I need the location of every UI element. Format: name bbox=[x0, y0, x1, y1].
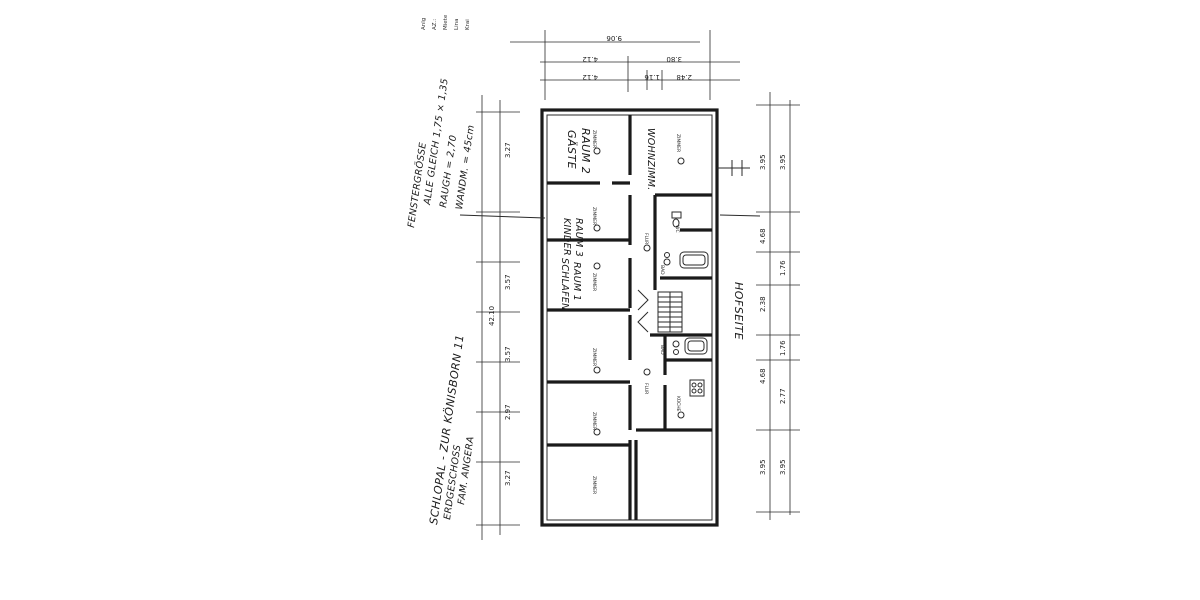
dim-top-a: 4.12 bbox=[582, 55, 598, 63]
street-side-label: HOFSEITE bbox=[732, 282, 745, 340]
dim-right-1: 3.95 bbox=[759, 154, 767, 170]
stamp-line-2: AZ.: bbox=[432, 19, 438, 30]
room-kinder-label-1: KINDER bbox=[561, 218, 572, 256]
room-kinder-label-2: RAUM 3 bbox=[573, 218, 584, 257]
stamp-line-4: Lina bbox=[454, 19, 460, 30]
room-kueche-sub: KÜCHE bbox=[675, 396, 682, 412]
dim-left-4: 2.97 bbox=[504, 404, 512, 420]
top-dimensions: 9.06 4.12 3.80 4.12 1.16 2.48 bbox=[510, 30, 740, 100]
dim-left-2: 3.57 bbox=[504, 274, 512, 290]
fixtures bbox=[663, 211, 709, 397]
dim-right-9: 3.95 bbox=[759, 459, 767, 475]
interior-walls bbox=[547, 115, 712, 520]
room-schlafen-label-2: RAUM 1 bbox=[571, 262, 582, 301]
room-labels: GÄSTE RAUM 2 ZIMMER WOHNZIMM. ZIMMER KIN… bbox=[559, 128, 685, 494]
dim-top-c: 4.12 bbox=[582, 73, 598, 81]
staircase bbox=[637, 289, 683, 333]
room-bad-top: BAD bbox=[659, 265, 665, 275]
dim-top-d: 1.16 bbox=[644, 73, 660, 81]
room-flur-top: FLUR bbox=[643, 233, 649, 244]
room-flur-bottom: FLUR bbox=[643, 383, 649, 394]
room-kinder-sub: ZIMMER bbox=[591, 207, 597, 225]
dim-top-e: 2.48 bbox=[676, 73, 692, 81]
entry-marks bbox=[459, 160, 761, 219]
dim-left-total: 42.10 bbox=[488, 306, 496, 326]
dim-top-b: 3.80 bbox=[666, 55, 682, 63]
dim-right-10: 3.95 bbox=[779, 459, 787, 475]
dim-right-3: 4.68 bbox=[759, 228, 767, 244]
room-zimmer-c-sub: ZIMMER bbox=[591, 476, 597, 494]
dim-right-2: 3.95 bbox=[779, 154, 787, 170]
room-schlafen-sub: ZIMMER bbox=[591, 273, 597, 291]
dim-right-8: 2.77 bbox=[779, 388, 787, 404]
room-zimmer-a-sub: ZIMMER bbox=[591, 348, 597, 366]
dim-right-4: 1.76 bbox=[779, 260, 787, 276]
room-wohn-sub: ZIMMER bbox=[675, 134, 681, 152]
dim-left-1: 3.27 bbox=[504, 142, 512, 158]
room-gaeste-label-2: RAUM 2 bbox=[579, 128, 592, 174]
dim-left-3: 3.57 bbox=[504, 346, 512, 362]
dim-top-total: 9.06 bbox=[606, 34, 622, 42]
room-gaeste-label-1: GÄSTE bbox=[565, 130, 578, 169]
room-bad-bottom: BAD bbox=[659, 345, 665, 355]
dim-right-7: 4.68 bbox=[759, 368, 767, 384]
room-gaeste-sub: ZIMMER bbox=[591, 130, 597, 148]
right-dimensions: 3.95 3.95 4.68 1.76 2.38 1.76 4.68 2.77 … bbox=[756, 92, 800, 520]
room-wohn-label: WOHNZIMM. bbox=[645, 128, 656, 191]
room-schlafen-label-1: SCHLAFEN bbox=[559, 258, 570, 311]
plan-notes: FENSTERGRÖSSE ALLE GLEICH 1,75 × 1,35 RA… bbox=[406, 78, 477, 229]
stamp-line-1: Anlg bbox=[421, 18, 427, 30]
stamp-line-3: Miete bbox=[443, 14, 449, 30]
room-zimmer-b-sub: ZIMMER bbox=[591, 412, 597, 430]
stamp-line-5: Krai bbox=[465, 19, 471, 30]
stamp: Anlg AZ.: Miete Lina Krai bbox=[421, 14, 471, 30]
dim-right-5: 2.38 bbox=[759, 296, 767, 312]
plan-title: SCHLOPAL - ZUR KÖNISBORN 11 ERDGESCHOSS … bbox=[427, 334, 476, 526]
dim-right-6: 1.76 bbox=[779, 340, 787, 356]
dim-left-5: 3.27 bbox=[504, 470, 512, 486]
room-wc: WC bbox=[674, 225, 680, 233]
left-dimensions: 42.10 3.27 3.57 3.57 2.97 3.27 bbox=[476, 95, 520, 540]
